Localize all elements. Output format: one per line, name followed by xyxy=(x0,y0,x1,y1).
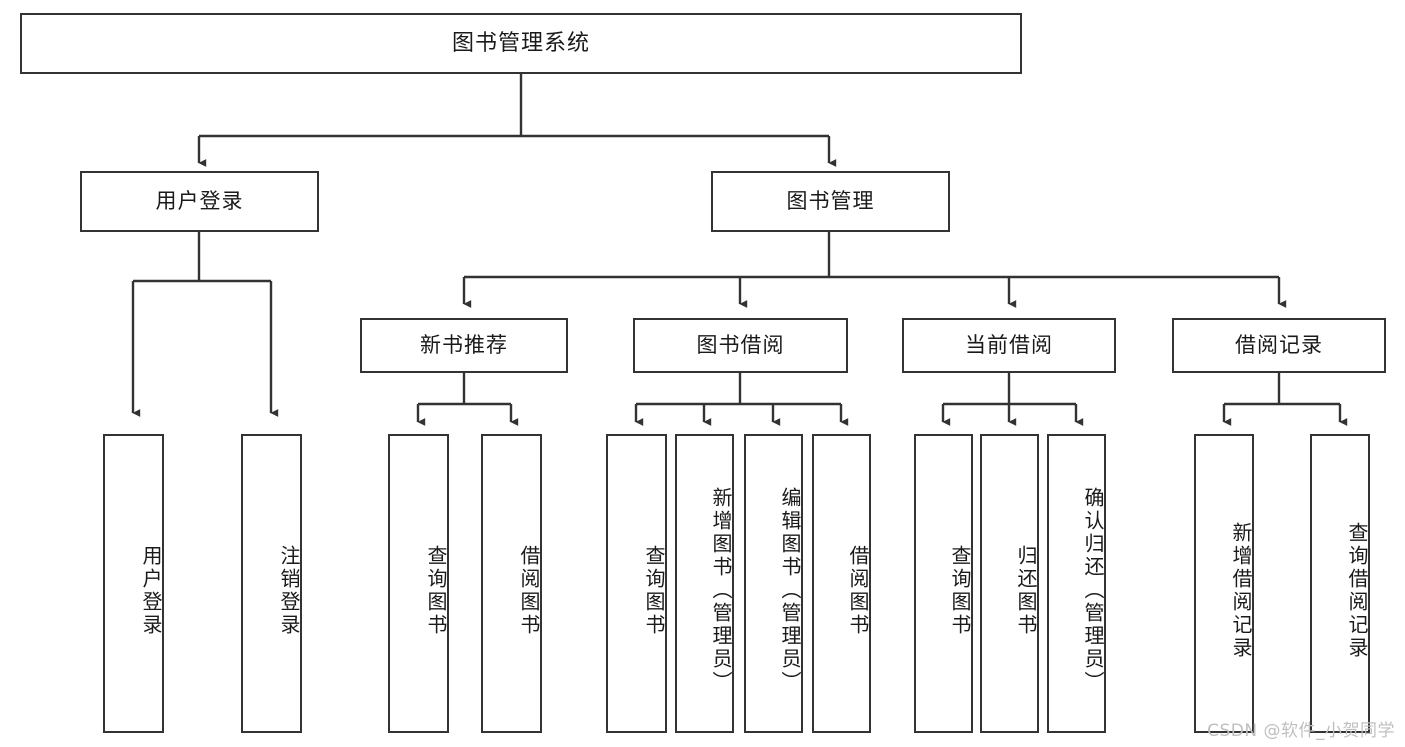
node-label: 当前借阅 xyxy=(965,333,1053,358)
node-leaf-confirm-return-admin[interactable]: 确认归还（管理员） xyxy=(1047,434,1106,733)
node-label: 图书借阅 xyxy=(696,333,785,358)
node-label: 注销登录 xyxy=(277,544,301,637)
node-current-borrow[interactable]: 当前借阅 xyxy=(902,318,1116,373)
node-leaf-query-book-borrow[interactable]: 查询图书 xyxy=(606,434,667,733)
node-label: 借阅记录 xyxy=(1235,333,1323,358)
node-leaf-query-borrow-record[interactable]: 查询借阅记录 xyxy=(1310,434,1370,733)
node-leaf-add-book-admin[interactable]: 新增图书（管理员） xyxy=(675,434,734,733)
node-label: 新书推荐 xyxy=(420,333,508,358)
node-leaf-user-login[interactable]: 用户登录 xyxy=(103,434,164,733)
node-book-borrow[interactable]: 图书借阅 xyxy=(633,318,848,373)
node-leaf-borrow-book[interactable]: 借阅图书 xyxy=(812,434,871,733)
node-label: 编辑图书（管理员） xyxy=(778,487,802,694)
node-label: 确认归还（管理员） xyxy=(1081,487,1105,694)
node-leaf-logout-login[interactable]: 注销登录 xyxy=(241,434,302,733)
node-label: 查询图书 xyxy=(642,544,666,637)
node-label: 用户登录 xyxy=(139,544,163,637)
node-label: 图书管理系统 xyxy=(451,30,590,56)
node-root-book-management-system[interactable]: 图书管理系统 xyxy=(20,13,1022,74)
node-borrow-record[interactable]: 借阅记录 xyxy=(1172,318,1386,373)
node-leaf-return-book[interactable]: 归还图书 xyxy=(980,434,1039,733)
node-new-book-recommend[interactable]: 新书推荐 xyxy=(360,318,568,373)
node-label: 借阅图书 xyxy=(846,544,870,637)
node-label: 用户登录 xyxy=(155,189,244,214)
node-label: 新增借阅记录 xyxy=(1229,521,1253,660)
node-leaf-query-book-current[interactable]: 查询图书 xyxy=(914,434,973,733)
node-label: 查询图书 xyxy=(424,544,448,637)
node-label: 查询借阅记录 xyxy=(1345,521,1369,660)
node-leaf-edit-book-admin[interactable]: 编辑图书（管理员） xyxy=(744,434,803,733)
node-leaf-add-borrow-record[interactable]: 新增借阅记录 xyxy=(1194,434,1254,733)
node-user-login[interactable]: 用户登录 xyxy=(80,171,319,232)
node-leaf-query-book-recommend[interactable]: 查询图书 xyxy=(388,434,449,733)
node-label: 图书管理 xyxy=(786,189,875,214)
node-book-management[interactable]: 图书管理 xyxy=(711,171,950,232)
csdn-watermark: CSDN @软件_小贺同学 xyxy=(1207,721,1395,741)
node-label: 查询图书 xyxy=(948,544,972,637)
node-label: 归还图书 xyxy=(1014,544,1038,637)
node-label: 借阅图书 xyxy=(517,544,541,637)
node-leaf-borrow-book-recommend[interactable]: 借阅图书 xyxy=(481,434,542,733)
node-label: 新增图书（管理员） xyxy=(709,487,733,694)
